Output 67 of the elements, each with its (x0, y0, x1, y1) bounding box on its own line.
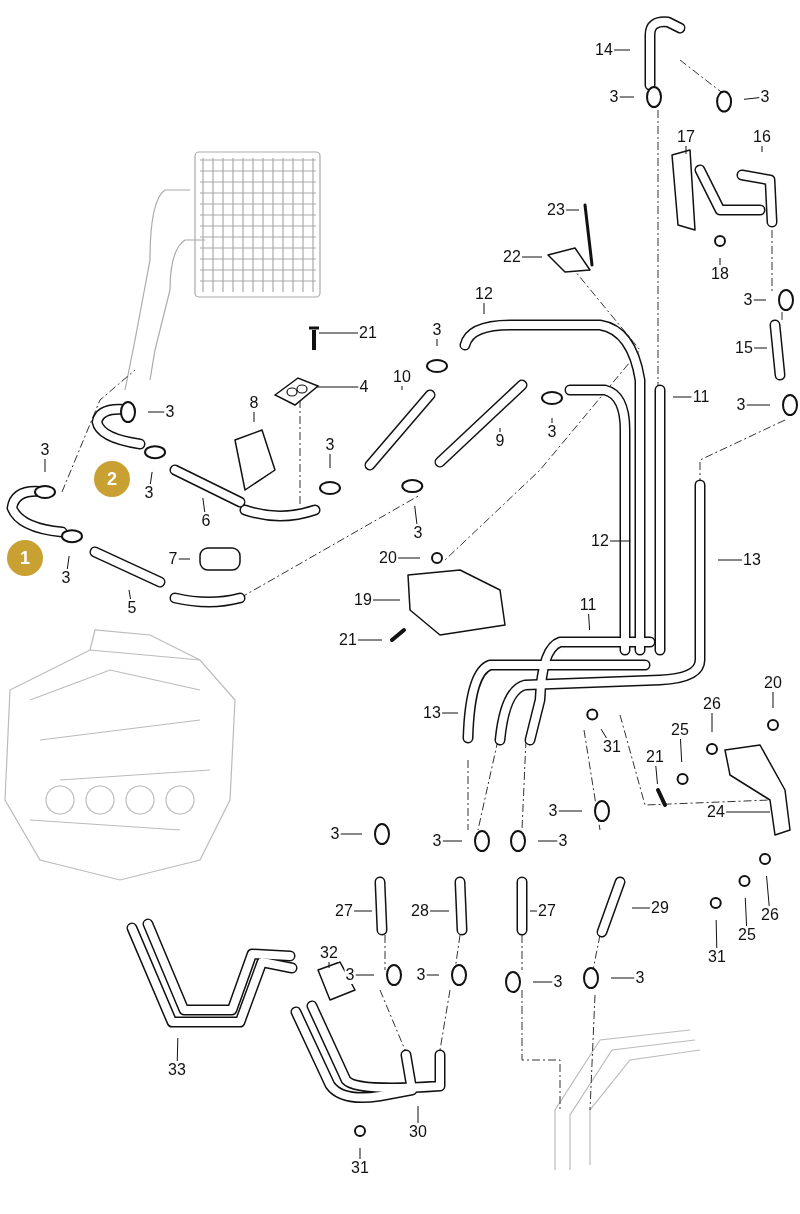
leader-line (717, 559, 743, 561)
leader-line (176, 1037, 179, 1062)
numbered-marker: 1 (7, 540, 43, 576)
leader-line (66, 555, 70, 570)
gasket-drawing (273, 377, 320, 406)
leader-line (147, 411, 166, 413)
leader-line (711, 712, 713, 733)
leader-line (655, 765, 658, 785)
leader-line (318, 332, 359, 334)
leader-line (631, 907, 651, 909)
leader-line (315, 386, 360, 388)
leader-line (610, 977, 636, 979)
leader-line (499, 427, 501, 433)
leader-line (429, 910, 450, 912)
leader-line (766, 875, 770, 907)
callout-number: 3 (344, 966, 356, 984)
leader-line (417, 1105, 419, 1124)
leader-line (357, 639, 383, 641)
leader-line (401, 385, 403, 391)
leader-line (745, 404, 771, 406)
leader-line (613, 49, 631, 51)
leader-line (772, 691, 774, 709)
leader-line (618, 96, 635, 98)
leader-line (715, 919, 718, 949)
leader-line (354, 974, 375, 976)
leader-line (551, 417, 553, 424)
leader-line (744, 897, 748, 927)
leader-line (672, 396, 693, 398)
leader-line (719, 257, 721, 266)
leader-line (253, 411, 255, 423)
leader-line (557, 810, 583, 812)
leader-line (414, 505, 418, 525)
leader-line (725, 811, 771, 813)
leader-line (44, 458, 46, 473)
leader-line (521, 256, 543, 258)
leader-line (483, 302, 485, 315)
leader-line (436, 338, 438, 347)
leader-line (679, 738, 683, 763)
leader-line (753, 347, 768, 349)
leader-line (359, 1147, 361, 1160)
leader-line (441, 840, 463, 842)
leader-line (339, 833, 363, 835)
leader-line (609, 540, 630, 542)
leader-line (685, 145, 687, 155)
leader-line (565, 209, 580, 211)
leader-line (743, 97, 761, 100)
leader-line (441, 712, 459, 714)
leader-line (425, 974, 440, 976)
leader-line (149, 471, 153, 485)
numbered-marker: 2 (94, 461, 130, 497)
leader-line (128, 589, 131, 600)
leader-line (532, 981, 554, 983)
leader-line (202, 497, 206, 513)
leader-line (761, 145, 763, 153)
leader-line (372, 599, 401, 601)
callout-number: 32 (319, 944, 339, 962)
leader-line (537, 840, 559, 842)
leader-line (529, 910, 538, 912)
leader-line (328, 961, 330, 969)
leader-line (329, 453, 331, 469)
leader-line (177, 558, 191, 560)
leader-line (397, 557, 421, 559)
leader-line (600, 728, 607, 739)
bolt-drawing (309, 326, 319, 350)
leader-line (588, 613, 591, 631)
leader-line (353, 910, 373, 912)
leader-line (752, 299, 767, 301)
